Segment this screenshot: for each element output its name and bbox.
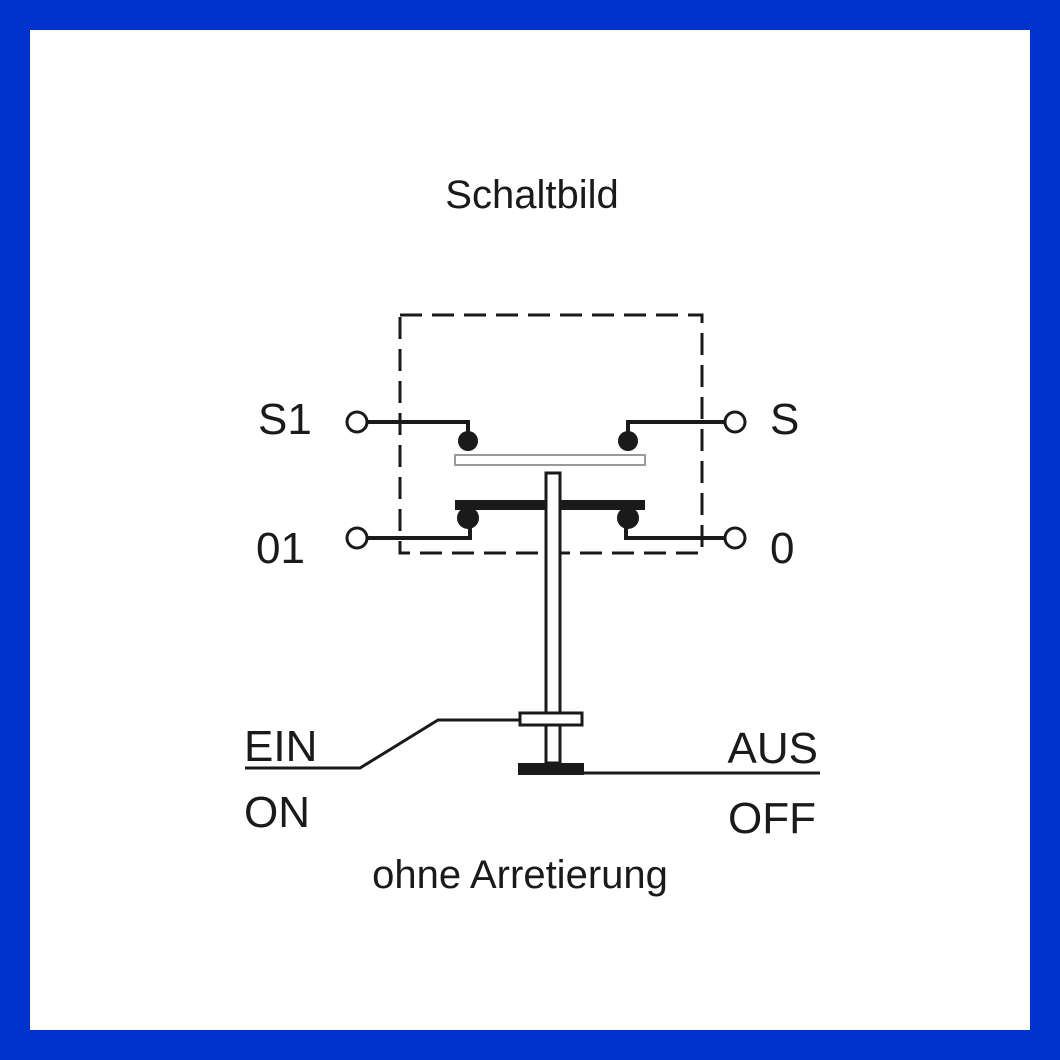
state-label-aus: AUS — [728, 724, 818, 773]
upper-bridge-ghost — [454, 454, 646, 466]
terminal-label-01: 01 — [256, 524, 305, 573]
terminal-label-s1: S1 — [258, 395, 312, 444]
terminal-label-0: 0 — [770, 524, 794, 573]
lower-contact-right — [617, 507, 747, 550]
upper-contact-right — [618, 410, 747, 451]
state-label-off: OFF — [728, 794, 816, 843]
plunger-base — [518, 763, 584, 775]
lower-contact-left — [345, 507, 479, 550]
terminal-label-s: S — [770, 395, 799, 444]
diagram-panel: Schaltbild — [30, 30, 1030, 1030]
switch-schematic: Schaltbild — [244, 173, 820, 897]
plunger-collar — [518, 711, 584, 727]
on-position-line — [245, 718, 520, 770]
state-label-ein: EIN — [244, 722, 317, 771]
diagram-title: Schaltbild — [445, 173, 618, 217]
diagram-caption: ohne Arretierung — [372, 853, 668, 897]
upper-contact-left — [345, 410, 478, 451]
state-label-on: ON — [244, 788, 310, 837]
